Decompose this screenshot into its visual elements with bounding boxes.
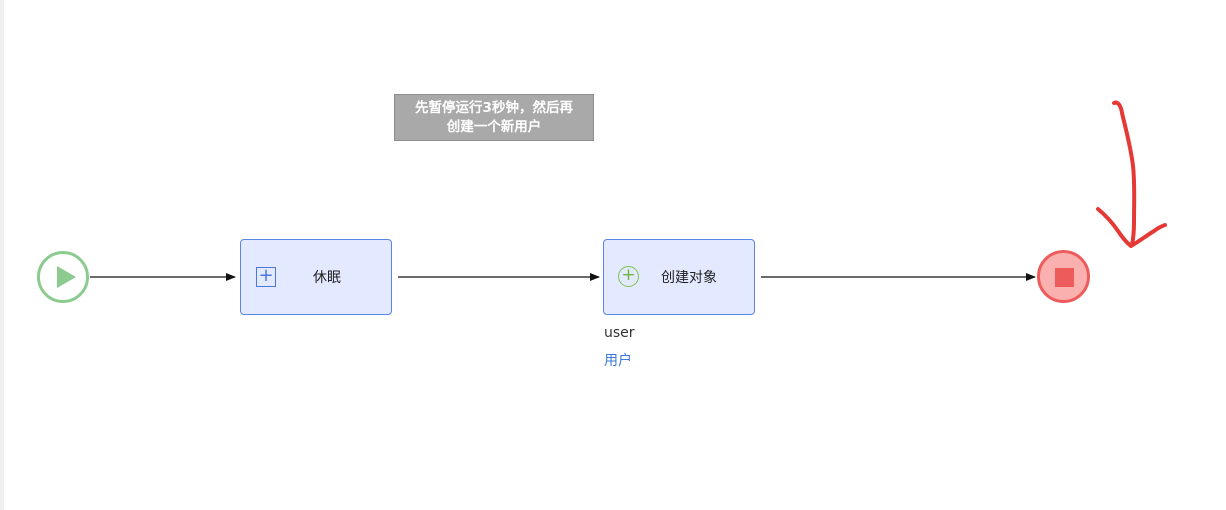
task-sleep[interactable]: + 休眠	[240, 239, 392, 315]
add-circle-icon: +	[618, 266, 639, 287]
task-param-value[interactable]: 用户	[604, 353, 632, 369]
start-event[interactable]	[37, 251, 89, 303]
stop-icon	[1055, 268, 1074, 287]
red-annotation-arrow-icon	[1096, 100, 1167, 248]
task-create-object-label: 创建对象	[661, 270, 717, 286]
end-event[interactable]	[1037, 250, 1090, 303]
annotation-note-line2: 创建一个新用户	[446, 118, 542, 135]
task-sleep-label: 休眠	[313, 270, 341, 286]
left-edge-border	[0, 0, 4, 510]
annotation-note[interactable]: 先暂停运行3秒钟，然后再 创建一个新用户	[394, 94, 594, 141]
task-param-key: user	[604, 325, 635, 341]
task-create-object[interactable]: + 创建对象	[603, 239, 755, 315]
play-icon	[57, 266, 76, 288]
subprocess-expand-icon[interactable]: +	[256, 267, 276, 287]
annotation-note-line1: 先暂停运行3秒钟，然后再	[415, 99, 573, 116]
